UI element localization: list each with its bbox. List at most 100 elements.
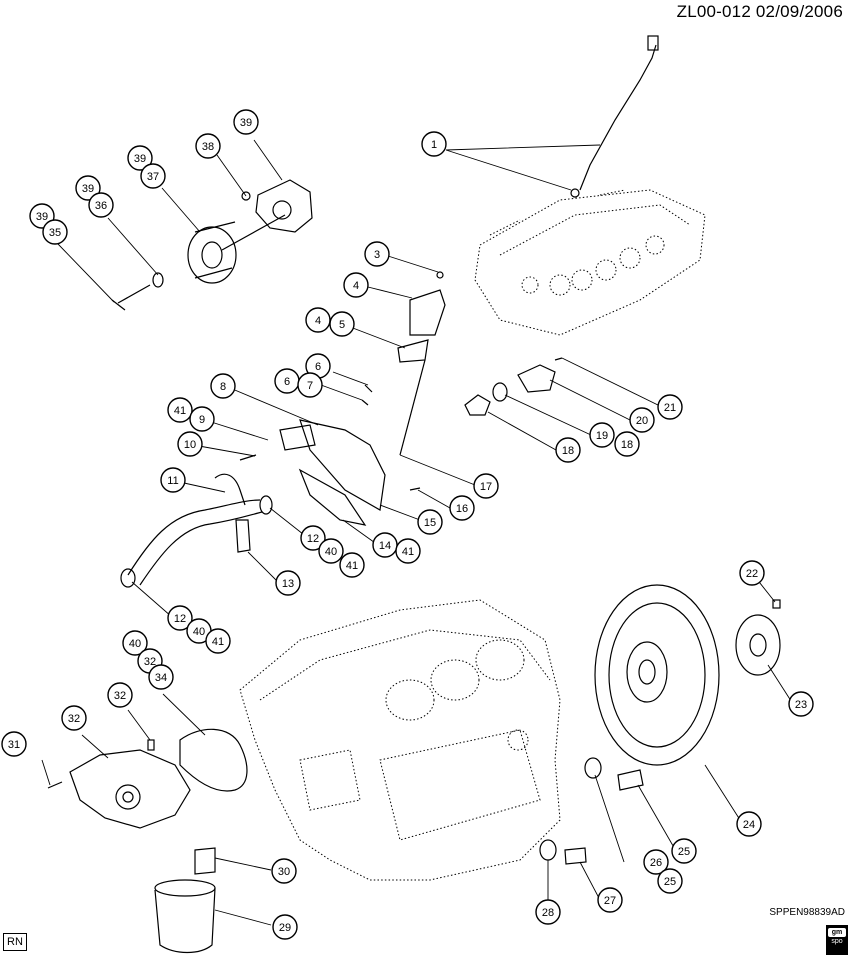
callout-circle bbox=[122, 630, 148, 656]
callout-number: 6 bbox=[315, 361, 321, 373]
callout-number: 26 bbox=[650, 857, 662, 869]
callout-1: 1 bbox=[421, 131, 447, 157]
callout-circle bbox=[671, 838, 697, 864]
callout-number: 30 bbox=[278, 866, 290, 878]
callout-number: 29 bbox=[279, 922, 291, 934]
callout-number: 39 bbox=[240, 117, 252, 129]
callout-27: 27 bbox=[597, 887, 623, 913]
callout-circle bbox=[739, 560, 765, 586]
callout-circle bbox=[417, 509, 443, 535]
callout-number: 15 bbox=[424, 517, 436, 529]
engine-block-drawing bbox=[239, 599, 561, 881]
callout-18: 18 bbox=[555, 437, 581, 463]
callout-number: 3 bbox=[374, 249, 380, 261]
callout-circle bbox=[140, 163, 166, 189]
callout-circle bbox=[189, 406, 215, 432]
callout-circle bbox=[61, 705, 87, 731]
callout-number: 41 bbox=[402, 546, 414, 558]
rn-label: RN bbox=[3, 933, 27, 951]
callout-circle bbox=[364, 241, 390, 267]
callout-32: 32 bbox=[107, 682, 133, 708]
callout-24: 24 bbox=[736, 811, 762, 837]
callout-21: 21 bbox=[657, 394, 683, 420]
callout-circle bbox=[272, 914, 298, 940]
callout-circle bbox=[88, 192, 114, 218]
callout-number: 7 bbox=[307, 380, 313, 392]
callout-40: 40 bbox=[122, 630, 148, 656]
callout-number: 14 bbox=[379, 540, 391, 552]
callout-14: 14 bbox=[372, 532, 398, 558]
callout-number: 10 bbox=[184, 439, 196, 451]
callout-number: 19 bbox=[596, 430, 608, 442]
callout-41: 41 bbox=[339, 552, 365, 578]
callout-40: 40 bbox=[318, 538, 344, 564]
callout-11: 11 bbox=[160, 467, 186, 493]
diagram-code-date: ZL00-012 02/09/2006 bbox=[676, 2, 843, 21]
callout-number: 40 bbox=[129, 638, 141, 650]
callout-31: 31 bbox=[1, 731, 27, 757]
callout-circle bbox=[643, 849, 669, 875]
callout-circle bbox=[1, 731, 27, 757]
callout-number: 38 bbox=[202, 141, 214, 153]
callout-number: 39 bbox=[82, 183, 94, 195]
callout-41: 41 bbox=[395, 538, 421, 564]
callout-number: 24 bbox=[743, 819, 755, 831]
callout-circle bbox=[395, 538, 421, 564]
callout-circle bbox=[271, 858, 297, 884]
callout-9: 9 bbox=[189, 406, 215, 432]
callout-number: 4 bbox=[315, 315, 321, 327]
callout-41: 41 bbox=[167, 397, 193, 423]
callout-circle bbox=[160, 467, 186, 493]
callout-circle bbox=[614, 431, 640, 457]
callout-circle bbox=[177, 431, 203, 457]
callout-10: 10 bbox=[177, 431, 203, 457]
callout-39: 39 bbox=[75, 175, 101, 201]
callout-circle bbox=[297, 372, 323, 398]
callout-circle bbox=[788, 691, 814, 717]
callout-circle bbox=[597, 887, 623, 913]
callout-circle bbox=[127, 145, 153, 171]
sensors-drawing bbox=[539, 757, 644, 865]
callout-13: 13 bbox=[275, 570, 301, 596]
callout-number: 17 bbox=[480, 481, 492, 493]
callout-circle bbox=[421, 131, 447, 157]
callout-number: 32 bbox=[114, 690, 126, 702]
callout-circle bbox=[449, 495, 475, 521]
callout-circle bbox=[42, 219, 68, 245]
callout-circle bbox=[233, 109, 259, 135]
callout-number: 31 bbox=[8, 739, 20, 751]
callout-circle bbox=[75, 175, 101, 201]
callout-number: 12 bbox=[174, 613, 186, 625]
callout-number: 41 bbox=[212, 636, 224, 648]
callout-number: 25 bbox=[678, 846, 690, 858]
callout-4: 4 bbox=[343, 272, 369, 298]
callout-circle bbox=[473, 473, 499, 499]
callout-circle bbox=[107, 682, 133, 708]
callout-number: 41 bbox=[174, 405, 186, 417]
callout-6: 6 bbox=[274, 368, 300, 394]
callout-circle bbox=[657, 394, 683, 420]
cylinder-head-drawing bbox=[474, 189, 706, 336]
flywheel-drawing bbox=[594, 584, 781, 766]
callout-19: 19 bbox=[589, 422, 615, 448]
callout-12: 12 bbox=[167, 605, 193, 631]
callout-circle bbox=[167, 605, 193, 631]
callout-circle bbox=[148, 664, 174, 690]
callout-number: 11 bbox=[167, 475, 178, 487]
callout-28: 28 bbox=[535, 899, 561, 925]
leader-lines bbox=[41, 139, 794, 926]
callout-35: 35 bbox=[42, 219, 68, 245]
callout-8: 8 bbox=[210, 373, 236, 399]
callout-circle bbox=[629, 407, 655, 433]
callout-20: 20 bbox=[629, 407, 655, 433]
callout-number: 4 bbox=[353, 280, 359, 292]
callout-3: 3 bbox=[364, 241, 390, 267]
coolant-pipe-drawing bbox=[120, 473, 273, 588]
water-pump-drawing bbox=[47, 728, 248, 829]
callout-number: 25 bbox=[664, 876, 676, 888]
callout-7: 7 bbox=[297, 372, 323, 398]
